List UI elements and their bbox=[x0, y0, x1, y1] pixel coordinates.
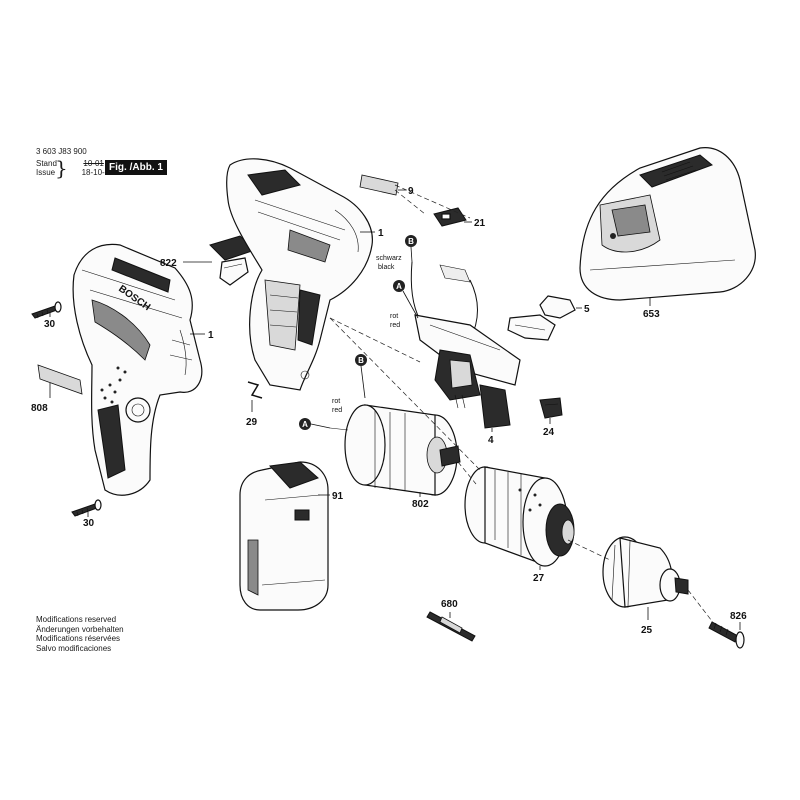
motor-802 bbox=[329, 404, 461, 496]
part-number-653: 653 bbox=[643, 309, 660, 320]
screwdriver-bit-680 bbox=[426, 611, 476, 642]
stand-line: Stand 10-01 bbox=[36, 159, 104, 169]
gearbox-27 bbox=[464, 466, 575, 567]
svg-text:B: B bbox=[358, 356, 364, 365]
label-plate-9 bbox=[359, 174, 399, 196]
part-number-1-left: 1 bbox=[208, 330, 214, 341]
electronics-module-4 bbox=[410, 261, 521, 429]
part-number-802: 802 bbox=[412, 499, 429, 510]
charger-653 bbox=[579, 147, 756, 301]
part-number-826: 826 bbox=[730, 611, 747, 622]
svg-text:B: B bbox=[408, 237, 414, 246]
modifications-es: Salvo modificaciones bbox=[36, 643, 112, 653]
marker-a-lower: A bbox=[299, 418, 311, 430]
marker-b-lower: B bbox=[355, 354, 367, 366]
screw-30-top bbox=[31, 301, 62, 319]
trigger-5 bbox=[507, 295, 576, 341]
spring-clip-29 bbox=[247, 381, 263, 399]
screw-826 bbox=[708, 621, 745, 649]
label-strip-808 bbox=[37, 364, 83, 395]
brace-symbol: } bbox=[55, 156, 68, 180]
stand-old-date: 10-01 bbox=[83, 159, 104, 168]
wire-label-rot-upper: rot bbox=[390, 313, 398, 320]
part-number-24: 24 bbox=[543, 427, 555, 438]
svg-text:A: A bbox=[396, 282, 402, 291]
marker-a-upper: A bbox=[393, 280, 405, 292]
part-number-5: 5 bbox=[584, 304, 590, 315]
part-number-27: 27 bbox=[533, 573, 545, 584]
chuck-25 bbox=[602, 536, 689, 608]
modifications-de: Änderungen vorbehalten bbox=[36, 624, 124, 634]
part-number-9: 9 bbox=[408, 186, 414, 197]
stand-label: Stand bbox=[36, 159, 57, 168]
part-number-30-bottom: 30 bbox=[83, 518, 95, 529]
part-number-30-top: 30 bbox=[44, 319, 56, 330]
svg-text:A: A bbox=[302, 420, 308, 429]
wire-label-black: black bbox=[378, 264, 395, 271]
issue-date: 18-10-17 bbox=[81, 168, 114, 177]
housing-left-half: BOSCH bbox=[72, 243, 203, 496]
modifications-notice: Modifications reserved Änderungen vorbeh… bbox=[36, 615, 124, 653]
part-number-680: 680 bbox=[441, 599, 458, 610]
issue-label: Issue bbox=[36, 168, 56, 177]
part-number-4: 4 bbox=[488, 435, 494, 446]
modifications-fr: Modifications réservées bbox=[36, 634, 121, 643]
part-number-25: 25 bbox=[641, 625, 653, 636]
wire-label-rot-lower: rot bbox=[332, 398, 340, 405]
part-number-91: 91 bbox=[332, 491, 344, 502]
modifications-en: Modifications reserved bbox=[36, 615, 117, 624]
marker-b-upper: B bbox=[405, 235, 417, 247]
issue-line: Issue 18-10-17 bbox=[36, 168, 114, 178]
document-number: 3 603 J83 900 bbox=[36, 147, 87, 156]
part-number-21: 21 bbox=[474, 218, 486, 229]
part-number-808: 808 bbox=[31, 403, 48, 414]
wire-label-red-lower: red bbox=[332, 407, 342, 414]
part-number-1-right: 1 bbox=[378, 228, 384, 239]
wire-label-schwarz: schwarz bbox=[376, 255, 402, 262]
screw-30-bottom bbox=[71, 499, 102, 517]
figure-label: Fig. /Abb. 1 bbox=[105, 160, 167, 175]
wire-label-red-upper: red bbox=[390, 322, 400, 329]
housing-right-half bbox=[226, 158, 373, 391]
part-number-822: 822 bbox=[160, 258, 177, 269]
battery-91 bbox=[239, 461, 329, 611]
part-24 bbox=[539, 397, 563, 419]
part-number-29: 29 bbox=[246, 417, 258, 428]
assembly-guide-lines bbox=[329, 184, 716, 626]
plate-21 bbox=[433, 207, 467, 227]
